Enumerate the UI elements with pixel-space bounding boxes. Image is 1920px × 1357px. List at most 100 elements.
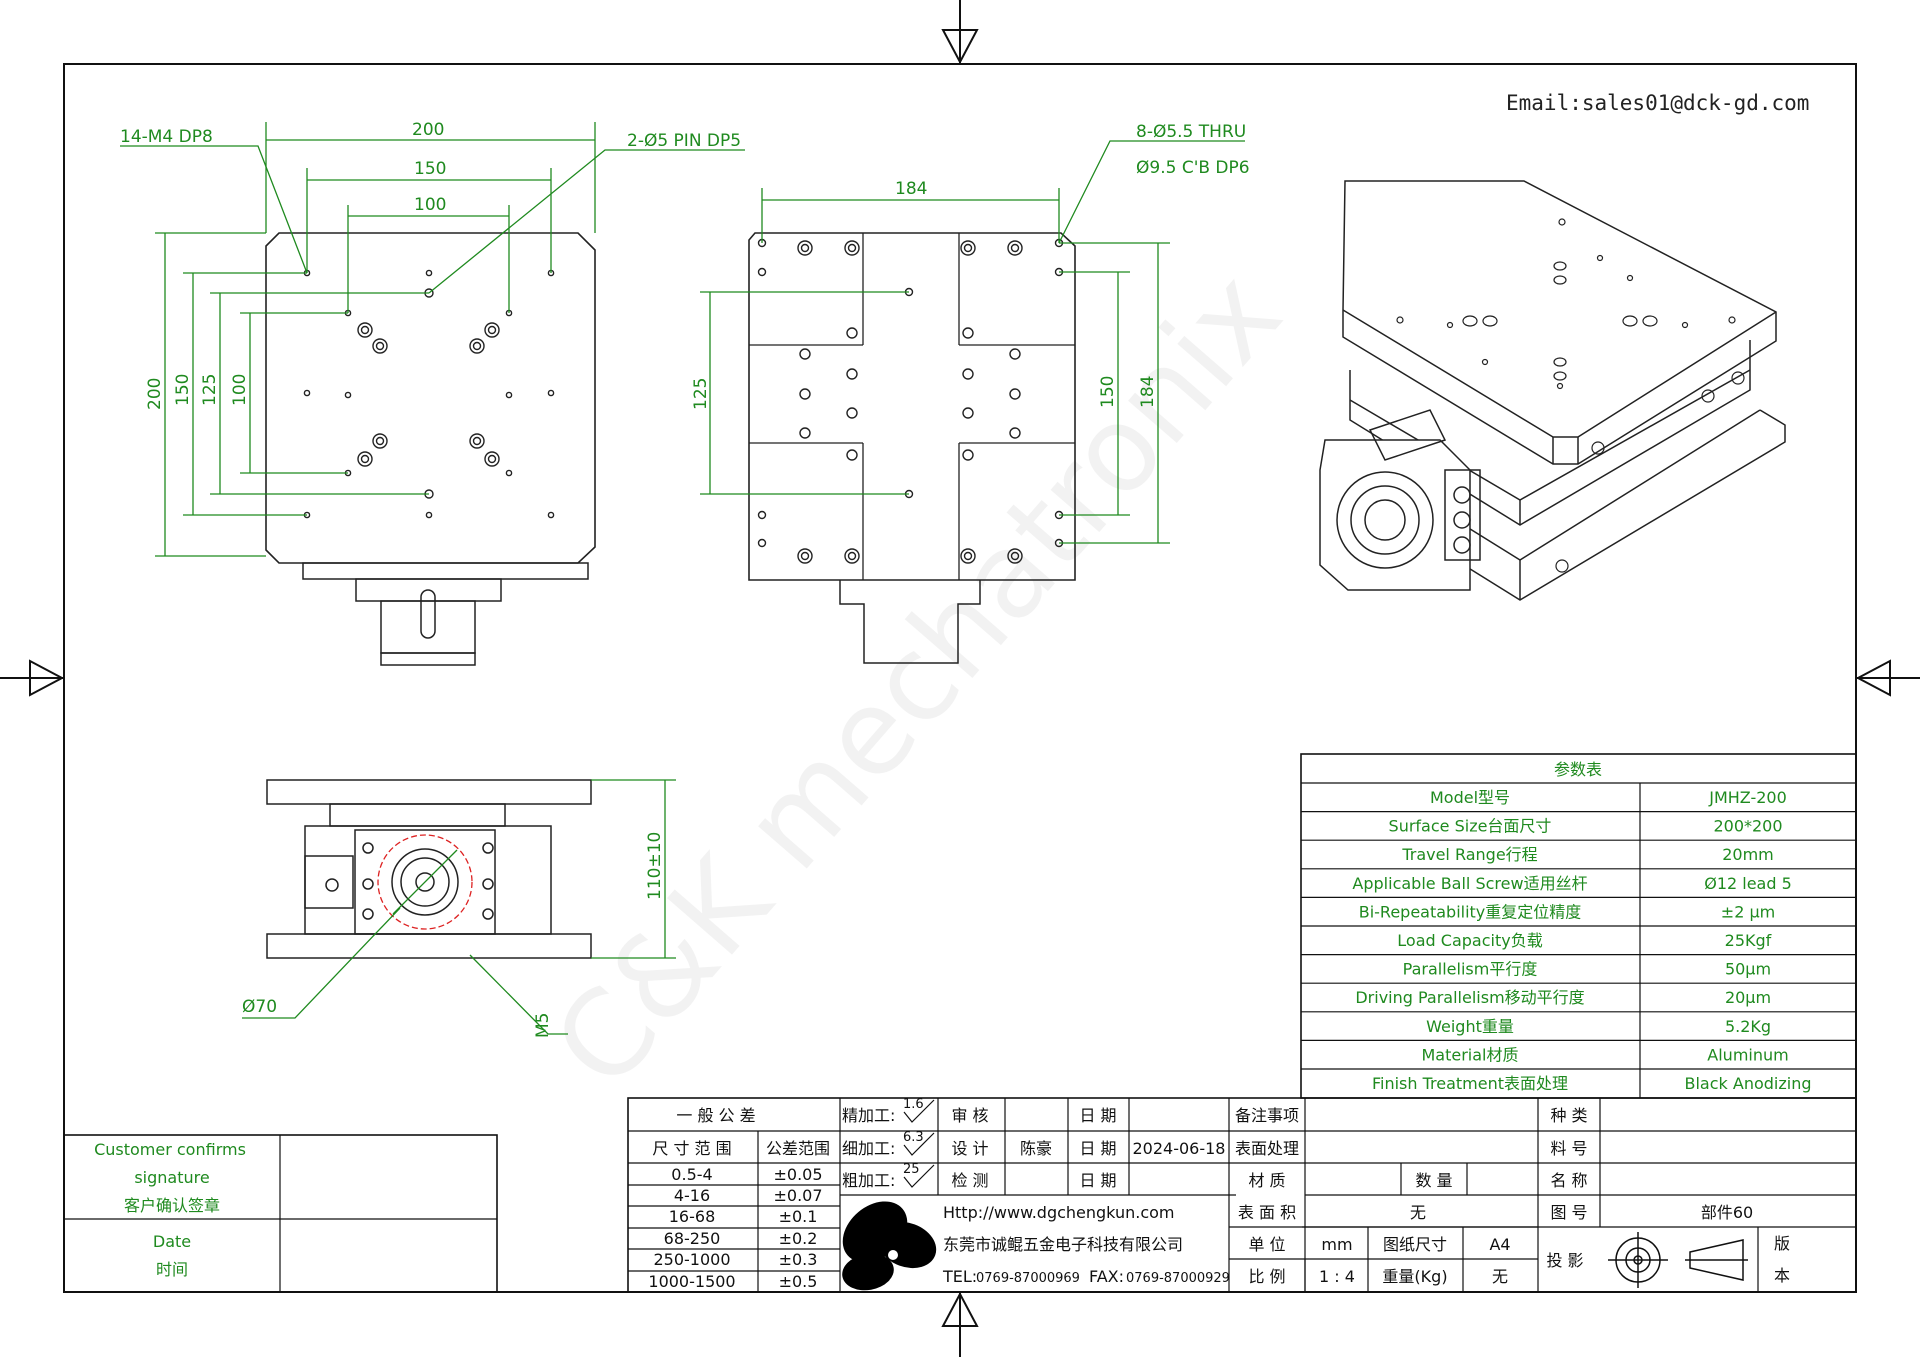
- base-dimension-lines: [700, 140, 1245, 544]
- tel-label: TEL:: [942, 1267, 977, 1286]
- param-label: Surface Size台面尺寸: [1389, 817, 1552, 836]
- review-label: 审 核: [951, 1106, 988, 1125]
- customer-confirm-cn: 客户确认签章: [124, 1196, 220, 1215]
- callout-pin-holes: 2-Ø5 PIN DP5: [627, 131, 741, 151]
- param-label: Parallelism平行度: [1403, 960, 1538, 979]
- scale-value: 1 : 4: [1319, 1267, 1355, 1286]
- callout-tapped-holes: 14-M4 DP8: [120, 127, 213, 147]
- param-label: Applicable Ball Screw适用丝杆: [1352, 874, 1587, 893]
- version-label-1: 版: [1774, 1234, 1790, 1253]
- top-dim-height-125: 125: [200, 374, 220, 406]
- front-dimension-lines: [242, 779, 676, 1035]
- top-dim-width-150: 150: [414, 159, 446, 179]
- email-address: Email:sales01@dck-gd.com: [1506, 91, 1809, 115]
- design-label: 设 计: [951, 1139, 988, 1158]
- tolerance-size-range: 4-16: [674, 1186, 710, 1205]
- drawing-number-label: 图 号: [1550, 1203, 1587, 1222]
- weight-label: 重量(Kg): [1382, 1267, 1447, 1286]
- param-value: 200*200: [1713, 817, 1782, 836]
- front-bolt-circle: [377, 834, 473, 930]
- param-value: Ø12 lead 5: [1704, 874, 1792, 893]
- finish-rough-label: 粗加工:: [842, 1171, 895, 1190]
- tolerance-size-range: 68-250: [664, 1229, 721, 1248]
- param-value: 5.2Kg: [1725, 1017, 1771, 1036]
- unit-value: mm: [1321, 1235, 1352, 1254]
- base-dim-height-125: 125: [691, 378, 711, 410]
- surface-area-value: 无: [1410, 1203, 1426, 1222]
- quantity-label: 数 量: [1415, 1171, 1452, 1190]
- tolerance-value: ±0.07: [773, 1186, 822, 1205]
- tolerance-range-header: 公差范围: [766, 1139, 830, 1158]
- front-dim-height: 110±10: [645, 832, 665, 900]
- front-wedge-block: [304, 825, 552, 935]
- front-view: 110±10 Ø70 M5: [242, 779, 676, 1038]
- callout-thru-holes: 8-Ø5.5 THRU: [1136, 122, 1246, 142]
- customer-confirm-en-1: Customer confirms: [94, 1140, 246, 1159]
- top-dim-height-100: 100: [230, 374, 250, 406]
- base-dim-height-184: 184: [1138, 376, 1158, 408]
- surface-treatment-label: 表面处理: [1235, 1139, 1299, 1158]
- tolerance-size-range: 16-68: [669, 1207, 716, 1226]
- callout-bolt-circle: Ø70: [242, 997, 277, 1017]
- finish-fine-label: 精加工:: [842, 1106, 895, 1125]
- callout-thread: M5: [533, 1013, 553, 1038]
- tolerance-size-range: 250-1000: [653, 1250, 730, 1269]
- date-label-1: 日 期: [1079, 1106, 1116, 1125]
- surface-finish-symbols: [903, 1099, 935, 1188]
- company-url: Http://www.dgchengkun.com: [943, 1203, 1174, 1222]
- kind-label: 种 类: [1550, 1106, 1587, 1125]
- param-label: Finish Treatment表面处理: [1372, 1074, 1568, 1093]
- front-side-box: [304, 855, 354, 909]
- param-label: Material材质: [1421, 1045, 1518, 1064]
- base-view: 184 125 150 184 8-Ø5.5 THRU Ø9.5 C'B DP6: [691, 122, 1250, 664]
- company-name: 东莞市诚鲲五金电子科技有限公司: [943, 1235, 1183, 1254]
- front-carriage: [329, 803, 506, 827]
- date-label-3: 日 期: [1079, 1171, 1116, 1190]
- tolerance-value: ±0.05: [773, 1165, 822, 1184]
- name-label: 名 称: [1550, 1171, 1587, 1190]
- param-value: 20mm: [1722, 845, 1774, 864]
- customer-confirm-en-2: signature: [134, 1168, 209, 1187]
- finish-medium-ra: 6.3: [903, 1130, 924, 1145]
- company-logo: [842, 1201, 937, 1291]
- weight-value: 无: [1492, 1267, 1508, 1286]
- param-label: Load Capacity负载: [1397, 931, 1542, 950]
- remarks-label: 备注事项: [1235, 1106, 1299, 1125]
- top-view: 200 150 100 200 150 125 100 14-M4 DP8 2-…: [120, 120, 745, 666]
- surface-area-label: 表 面 积: [1238, 1203, 1296, 1222]
- date-value: 2024-06-18: [1133, 1139, 1226, 1158]
- param-value: Black Anodizing: [1685, 1074, 1812, 1093]
- finish-fine-ra: 1.6: [903, 1097, 924, 1112]
- finish-rough-ra: 25: [903, 1162, 920, 1177]
- front-base-plate: [266, 933, 592, 959]
- param-label: Bi-Repeatability重复定位精度: [1359, 902, 1582, 921]
- unit-label: 单 位: [1248, 1235, 1285, 1254]
- param-label: Model型号: [1430, 788, 1510, 807]
- projection-symbol: [1608, 1232, 1748, 1288]
- callout-counterbore: Ø9.5 C'B DP6: [1136, 158, 1250, 178]
- param-label: Weight重量: [1426, 1017, 1514, 1036]
- param-label: Driving Parallelism移动平行度: [1355, 988, 1584, 1007]
- param-label: Travel Range行程: [1401, 845, 1537, 864]
- tolerance-value: ±0.2: [779, 1229, 818, 1248]
- part-number-label: 料 号: [1550, 1139, 1587, 1158]
- finish-medium-label: 细加工:: [842, 1139, 895, 1158]
- scale-label: 比 例: [1248, 1267, 1285, 1286]
- base-dim-height-150: 150: [1098, 376, 1118, 408]
- top-motor-housing: [380, 600, 476, 654]
- paper-size-value: A4: [1489, 1235, 1510, 1254]
- isometric-view: [1319, 180, 1786, 601]
- base-cross-pockets: [749, 233, 1075, 580]
- designer-name: 陈豪: [1020, 1139, 1052, 1158]
- date-label-cn: 时间: [156, 1260, 188, 1279]
- base-holes: [757, 238, 1064, 564]
- param-value: 25Kgf: [1725, 931, 1772, 950]
- projection-label: 投 影: [1546, 1251, 1583, 1270]
- param-value: ±2 μm: [1721, 902, 1775, 921]
- title-block: 一 般 公 差 尺 寸 范 围 公差范围 0.5-4±0.054-16±0.07…: [627, 1097, 1857, 1293]
- tolerance-value: ±0.3: [779, 1250, 818, 1269]
- base-plate-outline: [748, 232, 1076, 581]
- tel-number: 0769-87000969: [976, 1271, 1080, 1286]
